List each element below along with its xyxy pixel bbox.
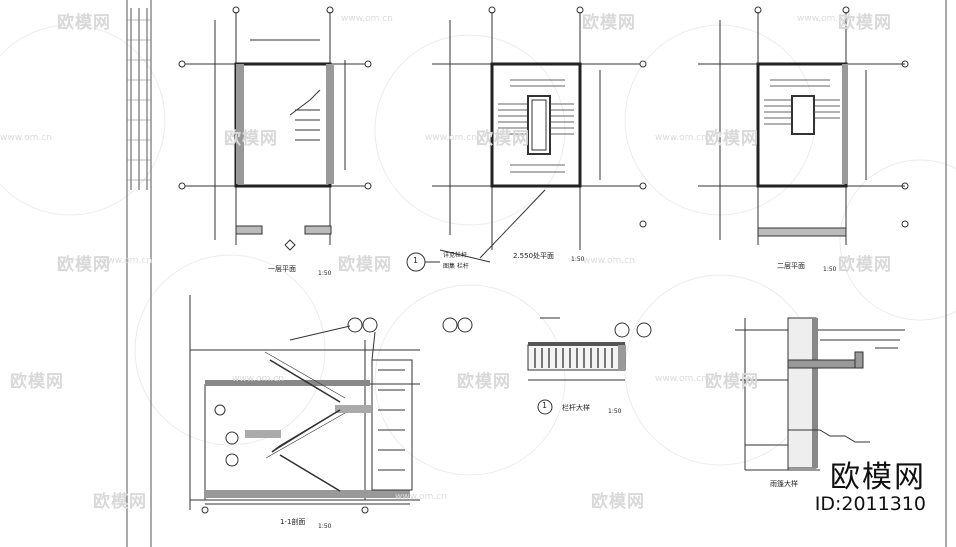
watermark-url: www.om.cn	[341, 14, 393, 24]
title-strip	[126, 0, 947, 547]
railing-detail-title: 栏杆大样	[562, 404, 590, 412]
watermark-brand: 欧模网	[591, 492, 645, 512]
section-1-1	[189, 295, 473, 514]
plan-first-floor	[178, 6, 372, 251]
canopy-detail-title: 雨篷大样	[770, 480, 798, 488]
watermark-url: www.om.cn	[425, 133, 477, 143]
railing-detail-scale: 1:50	[608, 408, 622, 415]
watermark-brand: 欧模网	[57, 13, 111, 33]
watermark-brand: 欧模网	[705, 129, 759, 149]
plan-mid	[432, 6, 647, 259]
watermark-url: www.om.cn	[0, 133, 52, 143]
watermark-brand: 欧模网	[93, 492, 147, 512]
watermark-brand: 欧模网	[838, 255, 892, 275]
watermark-url: www.om.cn	[583, 256, 635, 266]
plan-mid-title: 2.550处平面	[513, 252, 555, 260]
railing-detail	[527, 317, 652, 415]
model-id: ID:2011310	[814, 493, 926, 515]
railing-note: 详见栏杆图集 栏杆	[443, 252, 469, 270]
watermark-url: www.om.cn	[655, 374, 707, 384]
watermark-brand: 欧模网	[10, 372, 64, 392]
watermark-brand: 欧模网	[224, 129, 278, 149]
watermark-url: www.om.cn	[100, 256, 152, 266]
callout-detail-1	[406, 249, 491, 272]
watermark-brand: 欧模网	[582, 13, 636, 33]
section-scale: 1:50	[318, 523, 332, 530]
watermark-brand: 欧模网	[338, 255, 392, 275]
watermark-brand: 欧模网	[57, 255, 111, 275]
watermark-url: www.om.cn	[395, 492, 447, 502]
plan-second-floor-scale: 1:50	[823, 266, 837, 273]
plan-first-floor-title: 一层平面	[268, 265, 296, 273]
watermark-brand: 欧模网	[457, 372, 511, 392]
plan-second-floor	[698, 6, 909, 245]
section-title: 1-1剖面	[280, 518, 306, 526]
plan-second-floor-title: 二层平面	[777, 262, 805, 270]
title-strip-ticks	[127, 19, 151, 181]
watermark-brand: 欧模网	[705, 372, 759, 392]
plan-mid-scale: 1:50	[571, 256, 585, 263]
railing-callout-number: 1	[542, 401, 548, 410]
brand-logo-text: 欧模网	[830, 460, 926, 495]
callout-number: 1	[413, 256, 419, 265]
watermark-brand: 欧模网	[838, 13, 892, 33]
watermark-url: www.om.cn	[655, 133, 707, 143]
plan-first-floor-scale: 1:50	[318, 270, 332, 277]
canopy-detail	[735, 317, 905, 471]
watermark-url: www.om.cn	[797, 14, 849, 24]
watermark-url: www.om.cn	[232, 374, 284, 384]
watermark-brand: 欧模网	[476, 129, 530, 149]
